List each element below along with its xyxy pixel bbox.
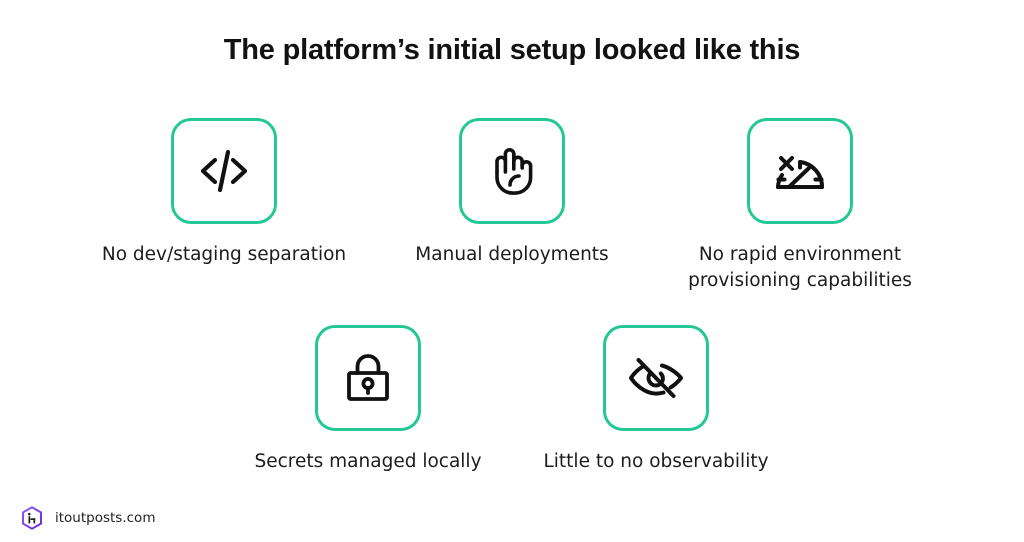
card-caption: No rapid environment provisioning capabi… — [688, 242, 912, 294]
card-caption: Manual deployments — [415, 242, 608, 268]
card-no-rapid-provisioning: No rapid environment provisioning capabi… — [688, 118, 912, 294]
footer-branding: itoutposts.com — [20, 506, 155, 530]
card-manual-deployments: Manual deployments — [415, 118, 609, 268]
card-little-to-no-observability: Little to no observability — [543, 325, 769, 475]
itoutposts-hexagon-logo-icon — [20, 506, 44, 530]
code-brackets-icon — [193, 140, 255, 202]
caption-line: Secrets managed locally — [254, 451, 482, 472]
footer-site-label: itoutposts.com — [55, 510, 156, 526]
card-row-bottom: Secrets managed locally — [0, 325, 1024, 475]
icon-box — [603, 325, 709, 431]
caption-line: No dev/staging separation — [101, 244, 347, 265]
padlock-icon — [339, 349, 397, 407]
raised-hand-icon — [482, 141, 542, 201]
caption-line: Little to no observability — [543, 451, 769, 472]
icon-box — [171, 118, 277, 224]
card-caption: Secrets managed locally — [255, 449, 482, 475]
eye-off-icon — [625, 347, 687, 409]
icon-box — [747, 118, 853, 224]
gauge-disabled-icon — [769, 140, 831, 202]
card-caption: Little to no observability — [543, 449, 768, 475]
card-caption: No dev/staging separation — [102, 242, 346, 268]
caption-line: Manual deployments — [415, 244, 609, 265]
icon-box — [459, 118, 565, 224]
card-row-top: No dev/staging separation — [0, 118, 1024, 294]
caption-line: No rapid environment — [698, 244, 902, 265]
caption-line: provisioning capabilities — [688, 270, 912, 291]
icon-box — [315, 325, 421, 431]
card-no-dev-staging-separation: No dev/staging separation — [102, 118, 346, 268]
card-secrets-managed-locally: Secrets managed locally — [255, 325, 482, 475]
page-title: The platform’s initial setup looked like… — [223, 34, 801, 66]
